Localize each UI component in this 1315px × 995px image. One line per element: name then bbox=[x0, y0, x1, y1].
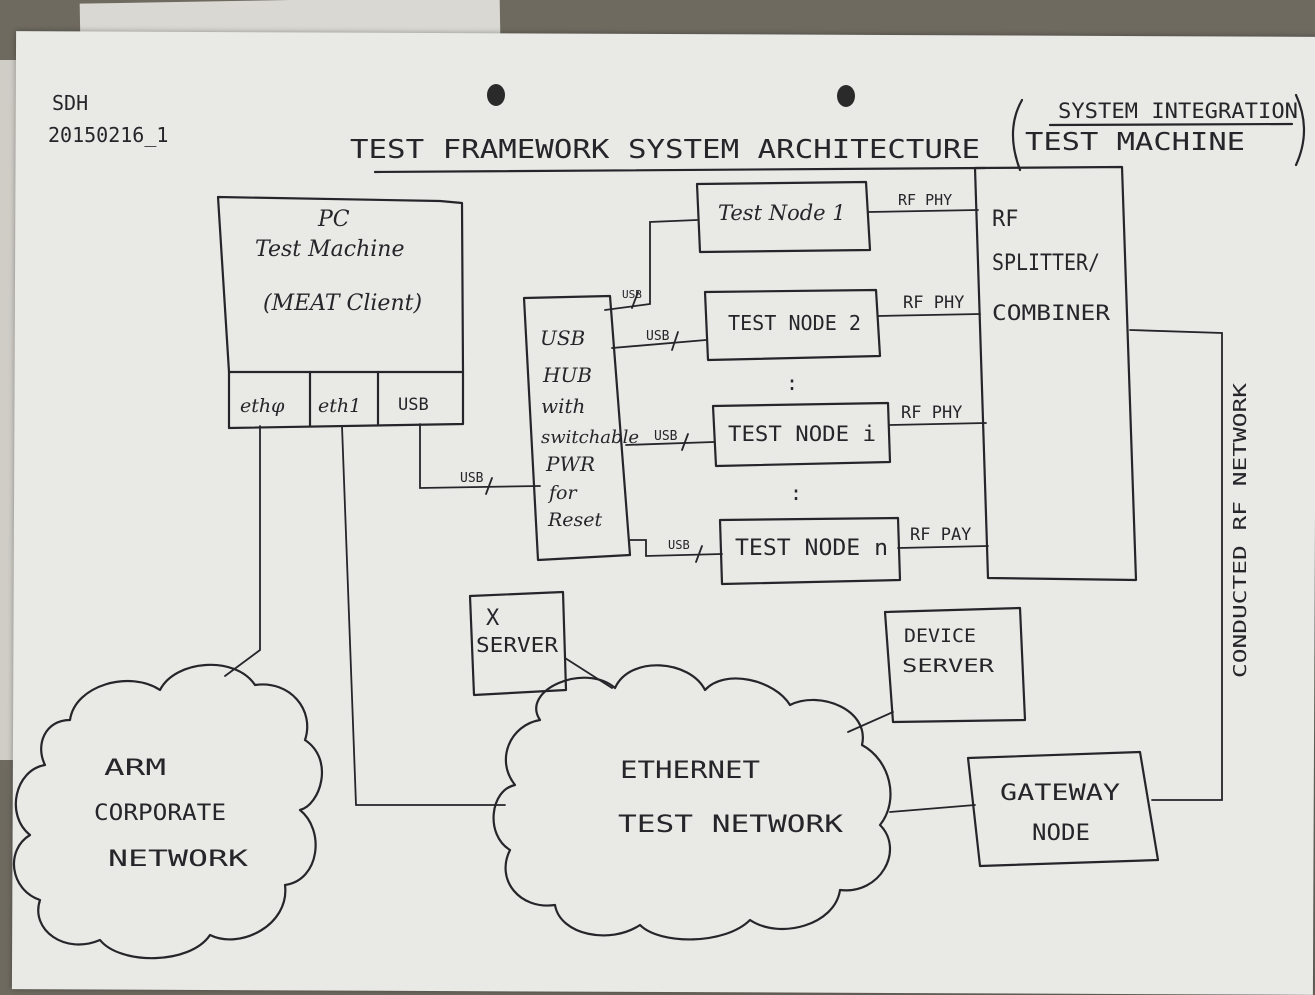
ethernet-cloud-line-1: ETHERNET bbox=[620, 756, 760, 784]
diagram-title: TEST FRAMEWORK SYSTEM ARCHITECTURE bbox=[350, 135, 980, 165]
eth0-to-arm-network-link bbox=[224, 425, 261, 677]
pc-port-usb: USB bbox=[398, 395, 429, 415]
x-server-box: X SERVER bbox=[468, 590, 568, 697]
node-1-rf-label: RF PHY bbox=[898, 191, 952, 209]
title-underline bbox=[373, 166, 987, 174]
usb-hub-line-5: PWR bbox=[545, 452, 595, 476]
device-server-to-ethernet-link bbox=[847, 711, 894, 733]
subtitle-test-machine: TEST MACHINE bbox=[1025, 127, 1245, 156]
pc-to-hub-usb-label: USB bbox=[460, 471, 484, 486]
node-2-rf-link bbox=[877, 313, 981, 317]
ethernet-cloud-line-2: TEST NETWORK bbox=[618, 810, 844, 838]
node-n-rf-link bbox=[897, 545, 989, 549]
rf-splitter-line-3: COMBINER bbox=[992, 301, 1110, 325]
subtitle-bracket-right bbox=[1294, 93, 1306, 167]
author-initials: SDH bbox=[52, 91, 88, 115]
arm-cloud-line-2: CORPORATE bbox=[94, 801, 226, 826]
usb-hub-line-4: switchable bbox=[541, 427, 639, 448]
node-2-rf-label: RF PHY bbox=[903, 293, 964, 313]
rf-splitter-line-1: RF bbox=[992, 207, 1019, 232]
rf-splitter-line-2: SPLITTER/ bbox=[992, 251, 1100, 276]
hub-to-node-1-link bbox=[604, 219, 698, 311]
hub-to-node-1-usb-label: USB bbox=[622, 288, 642, 301]
node-1-rf-link bbox=[867, 209, 979, 213]
pc-label: PC bbox=[317, 207, 350, 232]
hub-to-node-2-link bbox=[611, 339, 707, 349]
subtitle-bracket-left bbox=[1011, 98, 1024, 172]
hub-to-node-i-usb-label: USB bbox=[654, 429, 678, 444]
arm-cloud-line-3: NETWORK bbox=[108, 847, 249, 872]
x-server-to-ethernet-link bbox=[564, 657, 613, 689]
usb-hub-line-2: HUB bbox=[542, 363, 592, 387]
pc-to-hub-usb-link bbox=[419, 423, 541, 489]
date-code: 20150216_1 bbox=[48, 123, 168, 147]
pc-port-eth0: ethφ bbox=[240, 395, 285, 417]
subtitle-underline bbox=[1048, 122, 1294, 127]
test-node-i-label: TEST NODE i bbox=[728, 422, 876, 446]
punch-hole-left bbox=[487, 84, 505, 106]
conducted-rf-network-label: CONDUCTED RF NETWORK bbox=[1230, 383, 1251, 678]
hub-to-node-i-link bbox=[625, 441, 715, 446]
gateway-line-1: GATEWAY bbox=[1000, 781, 1120, 806]
test-node-1-label: Test Node 1 bbox=[718, 201, 846, 225]
gateway-line-2: NODE bbox=[1032, 821, 1090, 846]
gateway-to-ethernet-link bbox=[889, 804, 976, 813]
x-server-line-1: X bbox=[486, 606, 500, 631]
arm-cloud-line-1: ARM bbox=[104, 756, 166, 781]
gateway-node-box: GATEWAY NODE bbox=[966, 750, 1160, 868]
node-n-rf-label: RF PAY bbox=[910, 525, 971, 545]
hub-to-node-n-link bbox=[629, 539, 723, 557]
usb-hub-box: USB HUB with switchable PWR for Reset bbox=[522, 294, 639, 562]
usb-hub-line-1: USB bbox=[540, 326, 585, 350]
x-server-line-2: SERVER bbox=[476, 633, 559, 657]
pc-test-machine-label: Test Machine bbox=[255, 237, 404, 262]
test-node-n-box: TEST NODE n bbox=[718, 516, 902, 586]
usb-hub-line-6: for bbox=[547, 482, 578, 504]
node-i-rf-label: RF PHY bbox=[901, 403, 962, 423]
test-node-1-box: Test Node 1 bbox=[695, 180, 872, 254]
hub-to-node-2-usb-label: USB bbox=[646, 329, 670, 344]
ellipsis-nodes-upper: : bbox=[786, 371, 798, 395]
rf-splitter-combiner-box: RF SPLITTER/ COMBINER bbox=[973, 165, 1138, 582]
pc-port-eth1: eth1 bbox=[318, 395, 361, 417]
node-i-rf-link bbox=[889, 422, 987, 426]
test-node-2-label: TEST NODE 2 bbox=[728, 311, 861, 335]
conducted-rf-network-link bbox=[1129, 329, 1223, 801]
arm-corporate-network-cloud: ARM CORPORATE NETWORK bbox=[12, 663, 323, 960]
test-node-i-box: TEST NODE i bbox=[711, 401, 892, 468]
device-server-line-1: DEVICE bbox=[904, 625, 976, 647]
pc-meat-client-label: (MEAT Client) bbox=[263, 291, 422, 316]
ellipsis-nodes-lower: : bbox=[790, 481, 802, 505]
usb-hub-line-3: with bbox=[541, 394, 585, 418]
device-server-line-2: SERVER bbox=[902, 655, 995, 677]
hub-to-node-n-usb-label: USB bbox=[668, 538, 690, 552]
pc-test-machine-box: PC Test Machine (MEAT Client) ethφ eth1 … bbox=[216, 195, 465, 430]
test-node-2-box: TEST NODE 2 bbox=[703, 288, 882, 362]
usb-hub-line-7: Reset bbox=[547, 509, 603, 531]
test-node-n-label: TEST NODE n bbox=[735, 536, 888, 561]
punch-hole-right bbox=[837, 85, 855, 107]
eth1-to-ethernet-network-link bbox=[341, 425, 506, 806]
ethernet-test-network-cloud: ETHERNET TEST NETWORK bbox=[492, 664, 892, 941]
subtitle-system-integration: SYSTEM INTEGRATION bbox=[1058, 99, 1298, 123]
device-server-box: DEVICE SERVER bbox=[883, 606, 1027, 724]
